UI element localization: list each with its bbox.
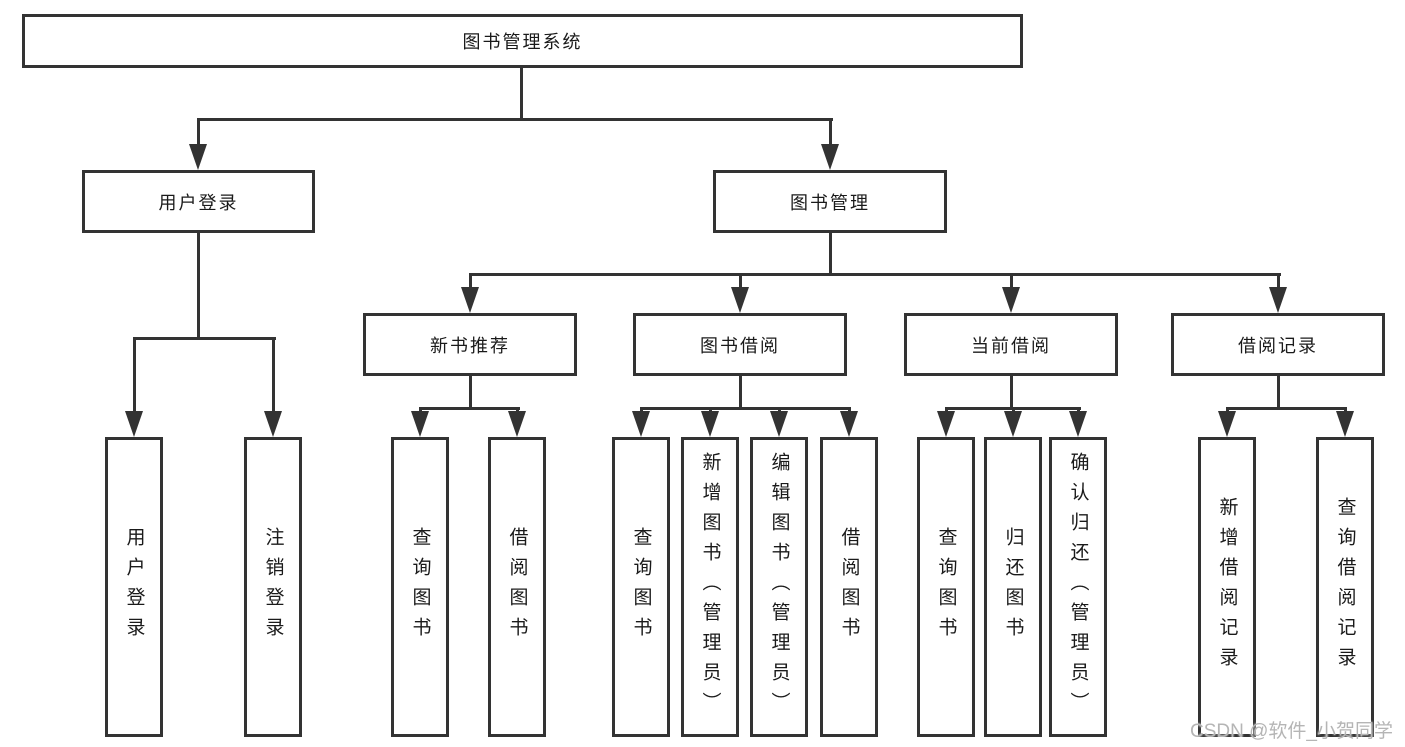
arrow-down-icon [1004,411,1022,437]
arrow-down-icon [731,287,749,313]
connector-new-book-recommend-down [469,376,472,410]
leaf-bb-add-books-admin: 新增图书（管理员） [681,437,739,737]
leaf-cb-return-books-label: 归还图书 [1002,527,1024,647]
leaf-br-query-record-label: 查询借阅记录 [1334,497,1356,677]
connector-drop-leaf-user-login [133,337,136,417]
arrow-down-icon [1336,411,1354,437]
arrow-down-icon [508,411,526,437]
connector-drop-user-login [197,118,200,148]
leaf-bb-borrow-books: 借阅图书 [820,437,878,737]
leaf-nb-query-books: 查询图书 [391,437,449,737]
leaf-logout-label: 注销登录 [262,527,284,647]
node-root: 图书管理系统 [22,14,1023,68]
arrow-down-icon [821,144,839,170]
node-book-management-label: 图书管理 [790,192,870,213]
node-user-login-label: 用户登录 [158,192,239,213]
connector-book-borrow-split [640,407,851,410]
node-book-management: 图书管理 [713,170,947,233]
arrow-down-icon [840,411,858,437]
leaf-logout: 注销登录 [244,437,302,737]
node-borrow-records-label: 借阅记录 [1238,335,1318,356]
leaf-user-login-label: 用户登录 [123,527,145,647]
node-book-borrow: 图书借阅 [633,313,847,376]
connector-current-borrow-down [1010,376,1013,410]
connector-level3-split [469,273,1281,276]
leaf-cb-return-books: 归还图书 [984,437,1042,737]
leaf-br-add-record-label: 新增借阅记录 [1216,497,1238,677]
arrow-down-icon [770,411,788,437]
leaf-user-login: 用户登录 [105,437,163,737]
node-book-borrow-label: 图书借阅 [700,335,780,356]
arrow-down-icon [1218,411,1236,437]
node-current-borrow-label: 当前借阅 [971,335,1051,356]
leaf-bb-query-books: 查询图书 [612,437,670,737]
connector-drop-book-borrow [739,273,742,290]
arrow-down-icon [701,411,719,437]
leaf-cb-confirm-return-admin: 确认归还（管理员） [1049,437,1107,737]
arrow-down-icon [411,411,429,437]
leaf-bb-add-books-admin-label: 新增图书（管理员） [699,452,721,722]
leaf-nb-borrow-books: 借阅图书 [488,437,546,737]
connector-book-management-down [829,233,832,276]
arrow-down-icon [264,411,282,437]
arrow-down-icon [1269,287,1287,313]
leaf-br-query-record: 查询借阅记录 [1316,437,1374,737]
connector-drop-leaf-logout [272,337,275,417]
leaf-cb-confirm-return-admin-label: 确认归还（管理员） [1067,452,1089,722]
leaf-bb-edit-books-admin: 编辑图书（管理员） [750,437,808,737]
node-borrow-records: 借阅记录 [1171,313,1385,376]
leaf-cb-query-books: 查询图书 [917,437,975,737]
connector-user-login-down [197,233,200,340]
connector-new-book-recommend-split [419,407,520,410]
arrow-down-icon [1002,287,1020,313]
connector-user-login-split [133,337,276,340]
node-root-label: 图书管理系统 [462,32,583,52]
connector-drop-borrow-records [1277,273,1280,290]
connector-drop-book-management [829,118,832,148]
connector-level2-split [197,118,833,121]
connector-book-borrow-down [739,376,742,410]
arrow-down-icon [125,411,143,437]
connector-drop-current-borrow [1010,273,1013,290]
arrow-down-icon [1069,411,1087,437]
arrow-down-icon [189,144,207,170]
arrow-down-icon [461,287,479,313]
node-new-book-recommend: 新书推荐 [363,313,577,376]
watermark: CSDN @软件_小贺同学 [1190,721,1393,742]
leaf-bb-query-books-label: 查询图书 [630,527,652,647]
connector-root-down [520,68,523,121]
connector-borrow-records-down [1277,376,1280,410]
leaf-bb-edit-books-admin-label: 编辑图书（管理员） [768,452,790,722]
node-user-login: 用户登录 [82,170,315,233]
arrow-down-icon [937,411,955,437]
connector-borrow-records-split [1226,407,1347,410]
leaf-nb-borrow-books-label: 借阅图书 [506,527,528,647]
connector-drop-new-book-recommend [469,273,472,290]
leaf-br-add-record: 新增借阅记录 [1198,437,1256,737]
arrow-down-icon [632,411,650,437]
node-current-borrow: 当前借阅 [904,313,1118,376]
leaf-cb-query-books-label: 查询图书 [935,527,957,647]
leaf-nb-query-books-label: 查询图书 [409,527,431,647]
leaf-bb-borrow-books-label: 借阅图书 [838,527,860,647]
node-new-book-recommend-label: 新书推荐 [430,335,510,356]
